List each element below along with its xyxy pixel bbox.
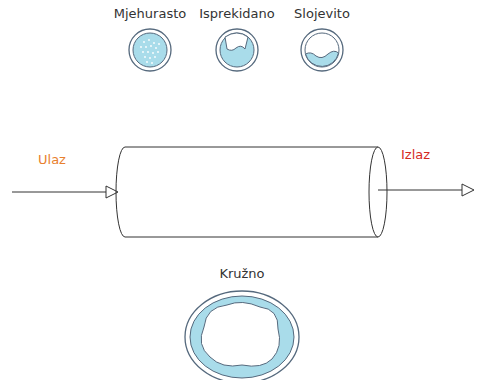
pipe-outlet-end: [369, 147, 387, 237]
cross-section: Kružno: [169, 266, 315, 380]
slug-section: [212, 27, 262, 73]
section-heading: Kružno: [169, 266, 315, 282]
annular-section: [182, 287, 302, 380]
outlet-label: Izlaz: [401, 147, 430, 163]
outlet-arrowhead: [462, 184, 474, 196]
outlet-arrow: [378, 190, 462, 191]
pipe-inlet-end: [116, 147, 125, 237]
section-heading: Mjehurasto: [102, 6, 198, 22]
cross-section: Mjehurasto: [102, 6, 198, 73]
section-heading: Isprekidano: [189, 6, 285, 22]
cross-section: Slojevito: [274, 6, 370, 73]
pipe-body: [125, 147, 378, 237]
inlet-arrow: [12, 192, 106, 193]
cross-section: Isprekidano: [189, 6, 285, 73]
inlet-label: Ulaz: [38, 152, 66, 168]
bubbly-section: [125, 27, 175, 73]
section-heading: Slojevito: [274, 6, 370, 22]
stratified-section: [297, 27, 347, 73]
